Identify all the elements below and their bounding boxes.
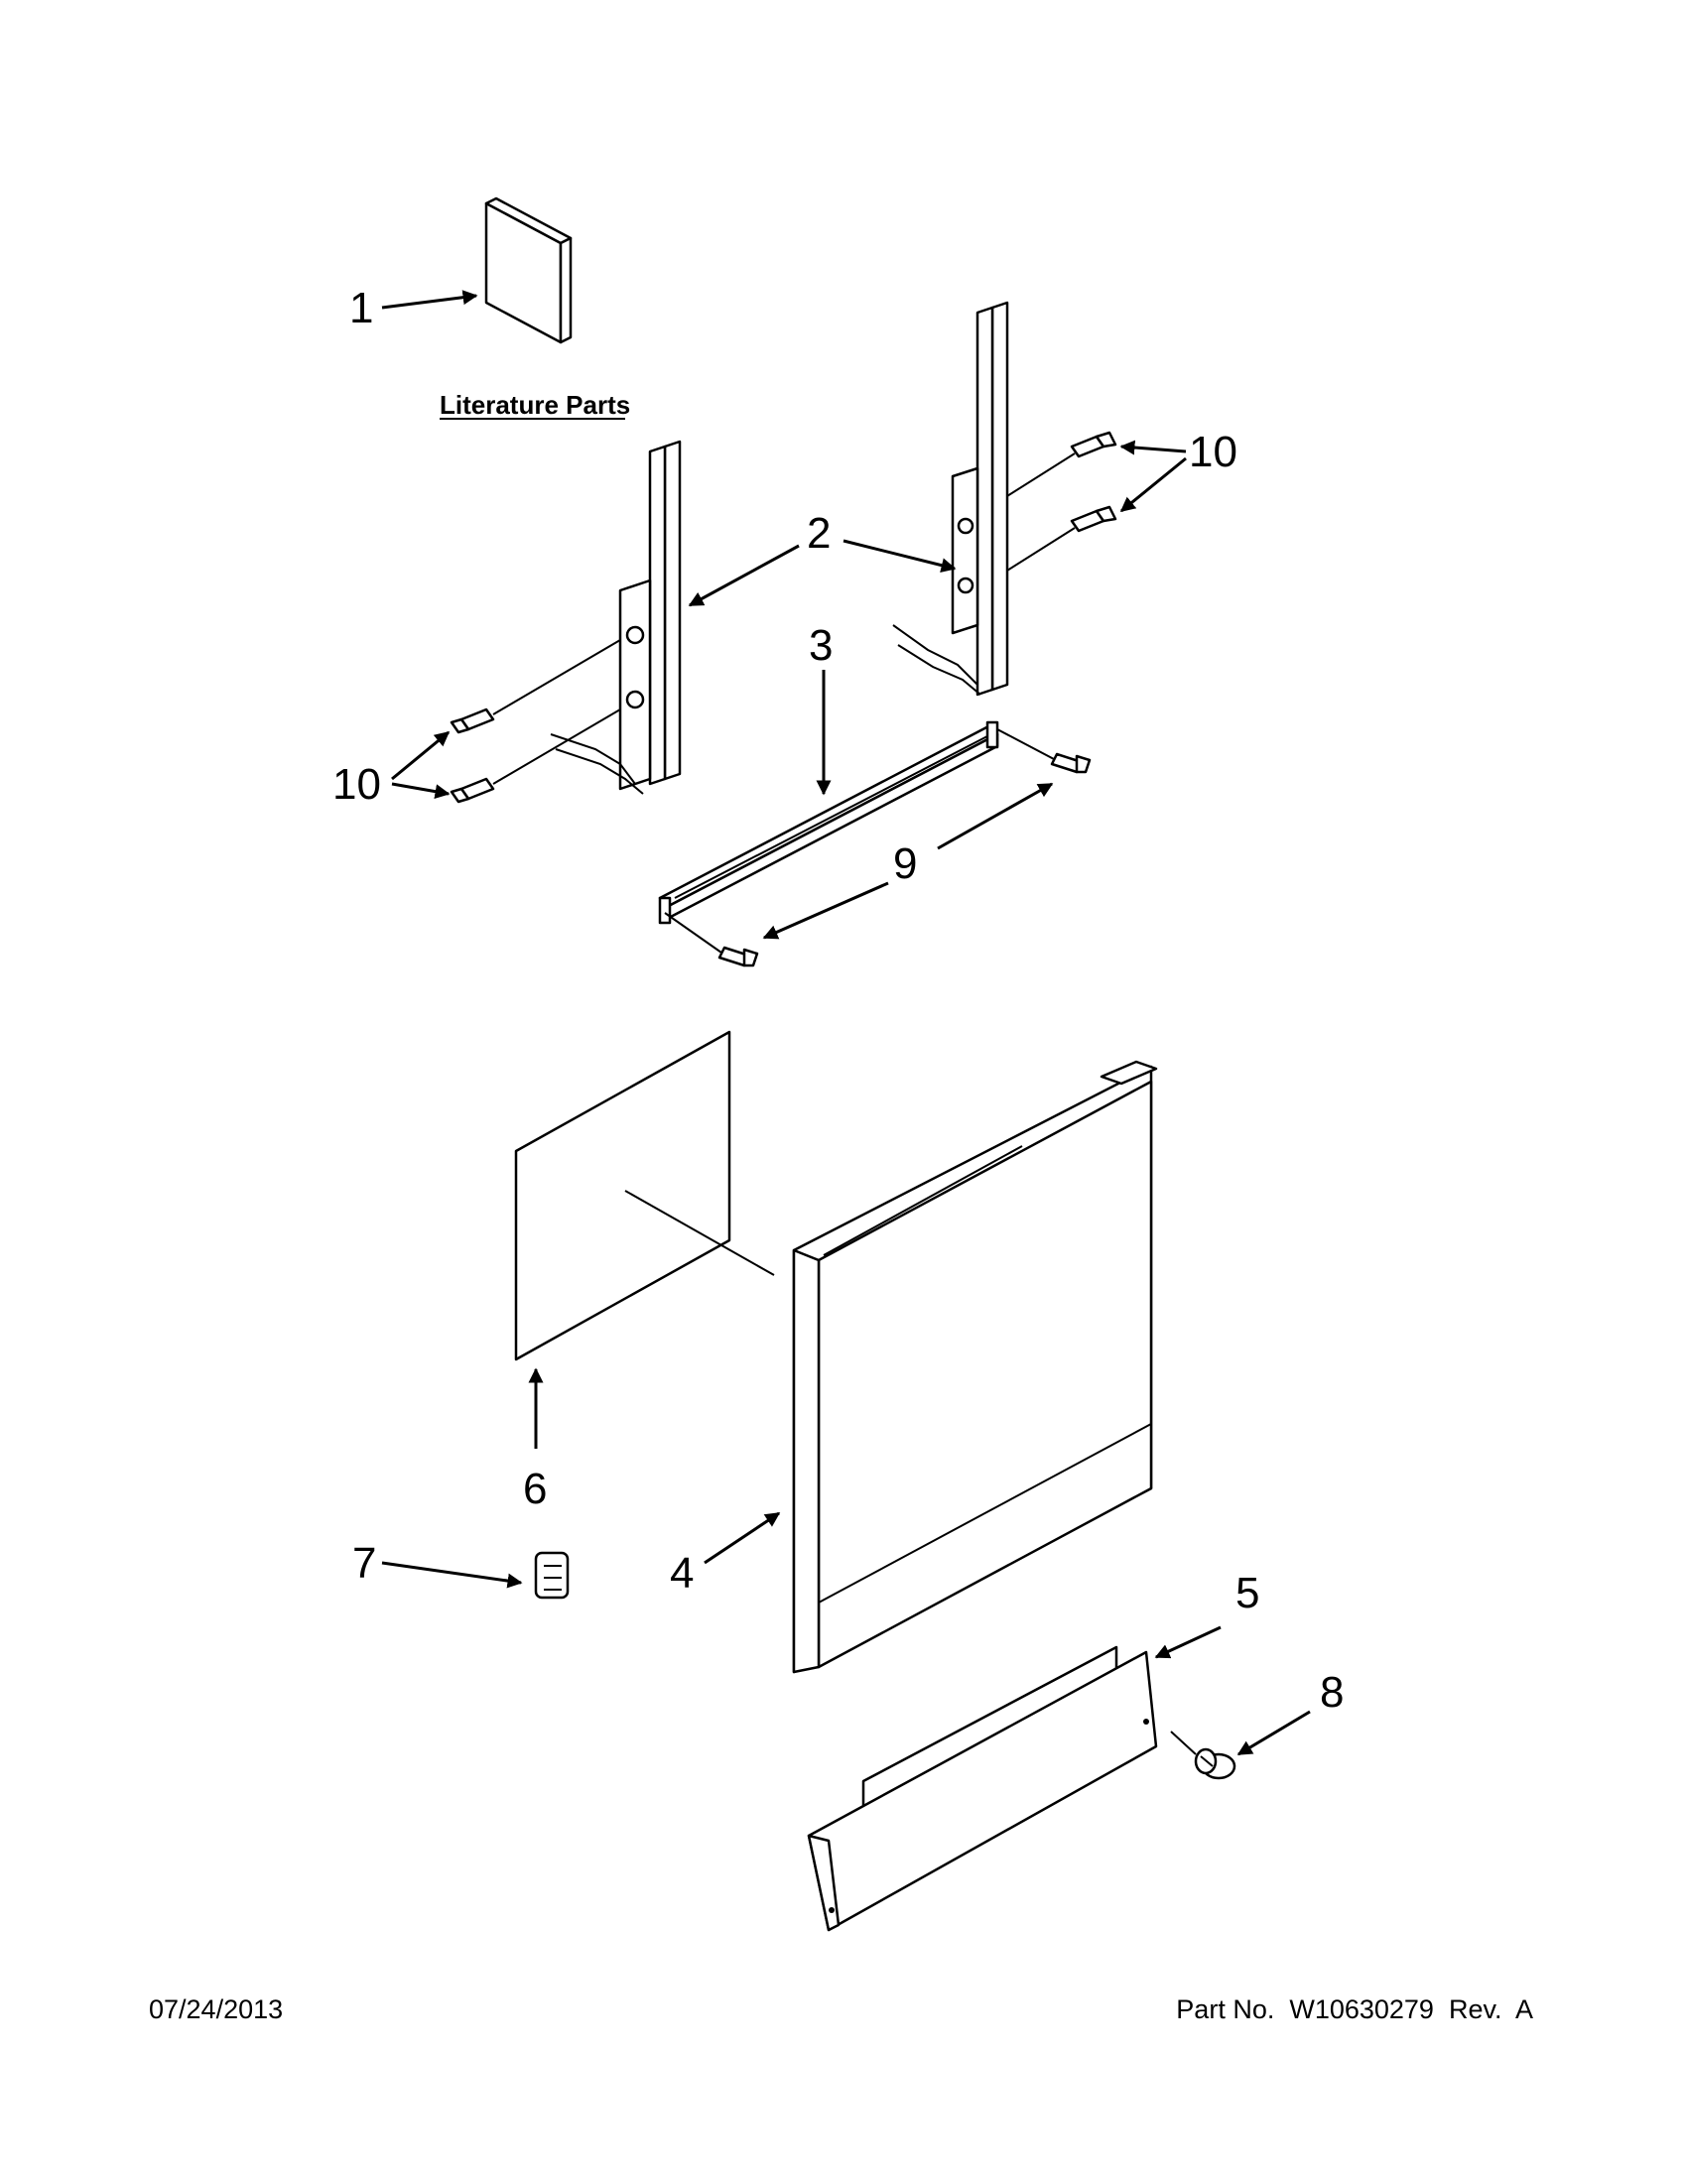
callout-3: 3	[809, 621, 833, 670]
screw-rail-right	[1050, 752, 1092, 774]
door-panel-part	[792, 1060, 1158, 1674]
screw-top-right-2	[1070, 505, 1117, 533]
right-hinge-bracket-part	[892, 301, 1009, 697]
footer-part-number: Part No. W10630279 Rev. A	[1176, 1994, 1533, 2024]
callout-9: 9	[893, 839, 917, 888]
callout-4: 4	[670, 1549, 694, 1598]
left-hinge-bracket-part	[550, 440, 682, 795]
screw-rail-left	[717, 946, 759, 967]
leader-8	[1236, 1710, 1311, 1756]
door-clip-part	[534, 1551, 570, 1600]
callout-6: 6	[523, 1465, 547, 1513]
leader-10-top-b	[1119, 456, 1187, 513]
toe-panel-part	[807, 1645, 1158, 1932]
callout-5: 5	[1235, 1569, 1259, 1617]
callout-8: 8	[1320, 1668, 1344, 1717]
callout-1: 1	[349, 284, 373, 332]
screw-left-1	[450, 707, 495, 734]
leader-9-right	[937, 782, 1054, 850]
footer-date: 07/24/2013	[149, 1994, 284, 2024]
fastener-part	[1194, 1747, 1236, 1780]
leader-2-left	[688, 544, 800, 607]
callout-10-left: 10	[332, 760, 381, 809]
leader-2-right	[843, 539, 957, 574]
leader-1	[381, 290, 478, 310]
screw-left-2	[450, 777, 495, 804]
insulation-connector-line	[624, 1190, 775, 1276]
leader-9-left	[762, 881, 889, 940]
leader-4	[704, 1511, 781, 1565]
leader-10-left-b	[391, 782, 451, 800]
callout-7: 7	[352, 1539, 376, 1588]
literature-booklet-part	[484, 196, 573, 344]
screw-top-right-1	[1070, 431, 1117, 458]
door-rail-part	[658, 720, 999, 925]
leader-5	[1154, 1625, 1222, 1659]
callout-10-top: 10	[1189, 428, 1237, 476]
callout-2: 2	[807, 509, 831, 558]
insulation-panel-part	[514, 1030, 731, 1361]
leader-10-left-a	[391, 730, 451, 781]
leader-10-top-a	[1119, 440, 1187, 455]
literature-caption: Literature Parts	[440, 390, 630, 420]
leader-7	[381, 1561, 523, 1589]
